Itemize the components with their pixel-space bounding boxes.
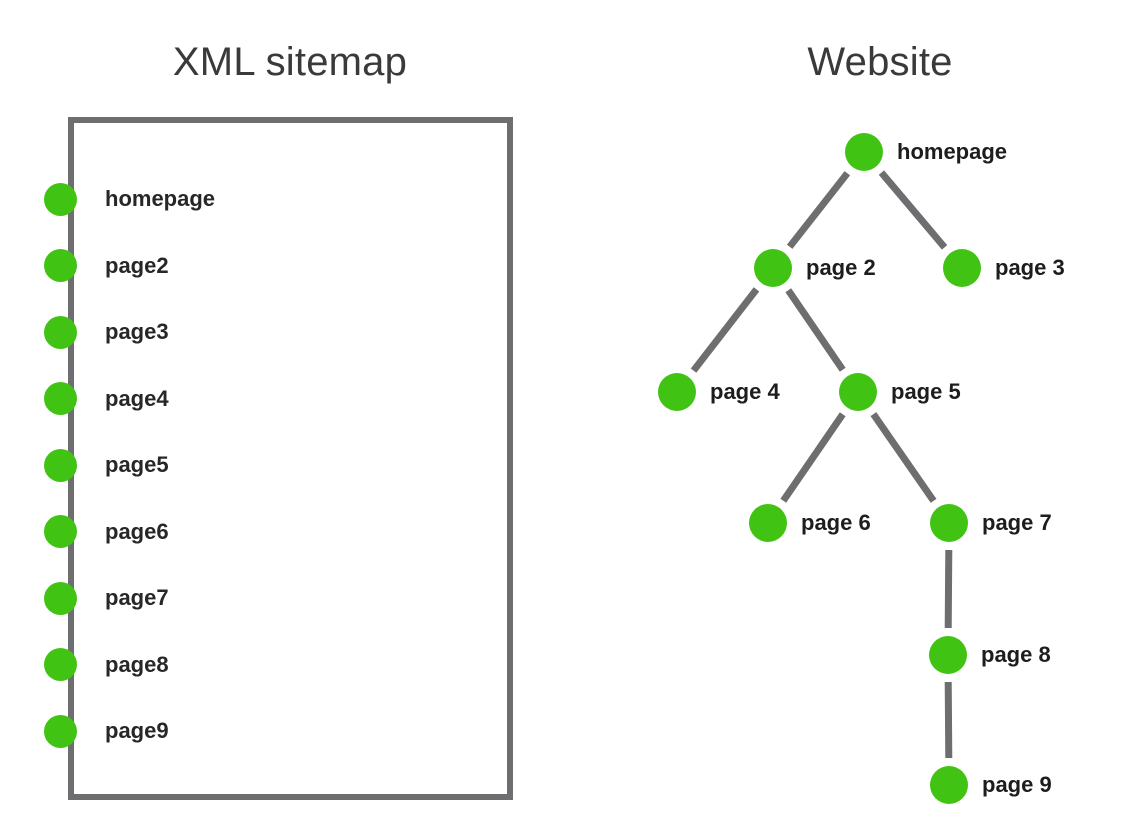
sitemap-list-item[interactable]: page5 <box>44 448 169 482</box>
tree-node-page7[interactable]: page 7 <box>930 504 1052 542</box>
green-dot-icon <box>658 373 696 411</box>
tree-node-label: page 8 <box>981 642 1051 667</box>
sitemap-panel-title: XML sitemap <box>172 40 408 84</box>
tree-node-page8[interactable]: page 8 <box>929 636 1051 674</box>
sitemap-item-label: page8 <box>105 651 169 677</box>
tree-node-label: page 3 <box>995 255 1065 280</box>
green-dot-icon <box>44 448 77 482</box>
tree-edge-page5-to-page6 <box>780 412 846 503</box>
tree-node-label: page 5 <box>891 379 961 404</box>
green-dot-icon <box>845 133 883 171</box>
tree-node-page3[interactable]: page 3 <box>943 249 1065 287</box>
sitemap-box <box>68 117 513 800</box>
tree-node-label: page 4 <box>710 379 780 404</box>
green-dot-icon <box>44 182 77 216</box>
tree-node-page5[interactable]: page 5 <box>839 373 961 411</box>
sitemap-item-label: page6 <box>105 518 169 544</box>
green-dot-icon <box>44 714 77 748</box>
sitemap-list-item[interactable]: page2 <box>44 249 169 283</box>
sitemap-list-item[interactable]: page7 <box>44 581 169 615</box>
green-dot-icon <box>943 249 981 287</box>
sitemap-list-item[interactable]: page9 <box>44 714 169 748</box>
sitemap-item-label: page3 <box>105 319 169 344</box>
tree-node-page6[interactable]: page 6 <box>749 504 871 542</box>
tree-node-label: page 2 <box>806 255 876 280</box>
green-dot-icon <box>44 382 77 415</box>
green-dot-icon <box>44 249 77 282</box>
sitemap-list-item[interactable]: page8 <box>44 648 169 682</box>
green-dot-icon <box>930 504 968 542</box>
sitemap-list-item[interactable]: page4 <box>44 382 169 416</box>
green-dot-icon <box>749 504 787 542</box>
website-panel-title: Website <box>807 40 953 84</box>
green-dot-icon <box>754 249 792 287</box>
tree-edge-homepage-to-page2 <box>786 171 851 249</box>
tree-edge-page2-to-page5 <box>785 288 846 372</box>
green-dot-icon <box>929 636 967 674</box>
tree-node-page4[interactable]: page 4 <box>658 373 780 411</box>
tree-node-label: page 7 <box>982 510 1052 535</box>
sitemap-item-label: page4 <box>105 385 169 411</box>
tree-node-label: page 9 <box>982 772 1052 797</box>
sitemap-list-item[interactable]: homepage <box>44 182 215 216</box>
sitemap-item-label: page5 <box>105 452 169 477</box>
green-dot-icon <box>44 648 77 681</box>
tree-node-homepage[interactable]: homepage <box>845 133 1007 171</box>
green-dot-icon <box>44 515 77 548</box>
tree-edge-page2-to-page4 <box>690 287 760 373</box>
green-dot-icon <box>930 766 968 804</box>
sitemap-item-label: page7 <box>105 585 169 610</box>
tree-edge-page5-to-page7 <box>870 412 937 503</box>
sitemap-list-item[interactable]: page3 <box>44 315 169 349</box>
sitemap-list-item[interactable]: page6 <box>44 515 169 549</box>
tree-node-label: page 6 <box>801 510 871 535</box>
green-dot-icon <box>44 581 77 615</box>
tree-node-page2[interactable]: page 2 <box>754 249 876 287</box>
tree-node-page9[interactable]: page 9 <box>930 766 1052 804</box>
tree-edge-page8-to-page9 <box>944 681 953 759</box>
green-dot-icon <box>839 373 877 411</box>
sitemap-item-label: page2 <box>105 252 169 278</box>
tree-node-label: homepage <box>897 139 1008 164</box>
tree-edge-page7-to-page8 <box>944 549 953 629</box>
tree-edge-homepage-to-page3 <box>878 170 948 250</box>
sitemap-item-label: homepage <box>105 186 216 211</box>
sitemap-item-label: page9 <box>105 718 169 743</box>
green-dot-icon <box>44 315 77 349</box>
